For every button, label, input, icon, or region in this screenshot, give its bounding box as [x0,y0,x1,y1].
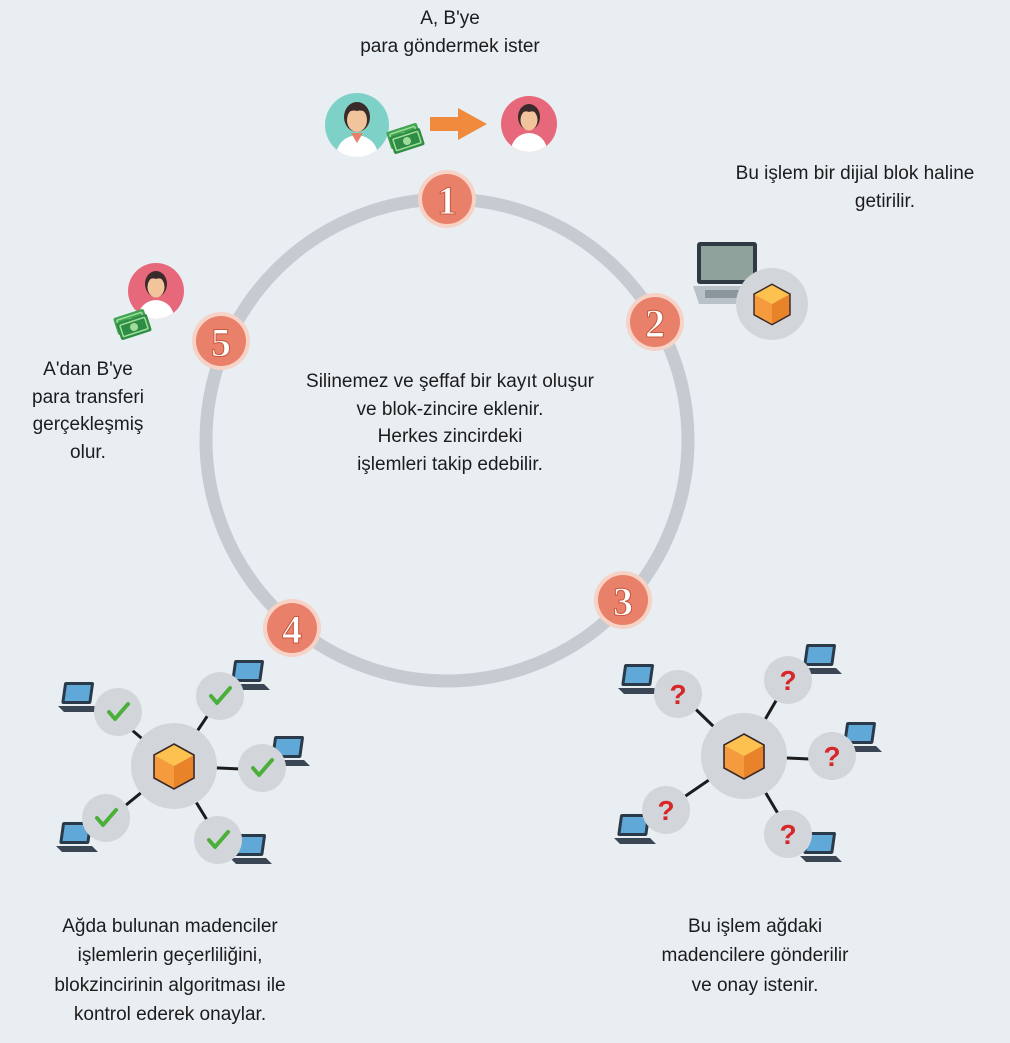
center-line-4: işlemleri takip edebilir. [357,453,543,475]
step5-line-3: gerçekleşmiş [32,414,144,436]
step1-caption: A, B'ye para göndermek ister [320,5,580,60]
step4-caption: Ağda bulunan madenciler işlemlerin geçer… [10,912,330,1030]
center-line-2: ve blok-zincire eklenir. [356,398,544,420]
money-bill-icon [385,121,426,156]
step4-line-3: blokzincirinin algoritması ile [54,974,286,996]
svg-text:?: ? [657,795,674,826]
question-mark-icon: ? [669,679,686,710]
laptop-icon [693,242,768,304]
step4-line-2: işlemlerin geçerliliğini, [77,945,263,967]
miners-network-pending: ? ? ? ? ? [614,644,882,862]
svg-text:3: 3 [613,579,633,624]
svg-text:1: 1 [437,178,457,223]
step-badge-1: 1 [418,170,476,228]
center-caption: Silinemez ve şeffaf bir kayıt oluşur ve … [255,368,645,478]
step4-line-1: Ağda bulunan madenciler [62,916,278,937]
step-badge-2: 2 [626,293,684,351]
svg-text:5: 5 [211,320,231,365]
step3-line-2: madencilere gönderilir [661,945,849,967]
step1-line-1: A, B'ye [420,8,480,29]
center-line-3: Herkes zincirdeki [377,426,523,448]
step3-line-1: Bu işlem ağdaki [687,916,823,937]
step-badge-3: 3 [594,571,652,629]
miners-network-approved [56,660,310,864]
step5-line-2: para transferi [32,386,144,408]
step3-caption: Bu işlem ağdaki madencilere gönderilir v… [610,912,900,1000]
sender-avatar [325,93,389,159]
svg-text:2: 2 [645,301,665,346]
step5-line-1: A'dan B'ye [43,359,133,380]
arrow-right-icon [430,108,487,140]
cube-block-node [736,268,808,340]
step5-caption: A'dan B'ye para transferi gerçekleşmiş o… [0,356,176,466]
svg-text:4: 4 [282,607,302,652]
svg-text:?: ? [823,741,840,772]
receiver-avatar [501,96,557,154]
step1-line-2: para göndermek ister [360,35,540,57]
step3-line-3: ve onay istenir. [691,974,819,996]
step2-caption: Bu işlem bir dijial blok haline getirili… [700,160,1010,215]
step2-line-1: Bu işlem bir dijial blok haline [735,163,975,184]
svg-text:?: ? [779,665,796,696]
step-badge-5: 5 [192,312,250,370]
center-line-1: Silinemez ve şeffaf bir kayıt oluşur [306,371,594,392]
step-badge-4: 4 [263,599,321,657]
step5-line-4: olur. [70,441,106,463]
svg-text:?: ? [779,819,796,850]
step4-line-4: kontrol ederek onaylar. [73,1004,267,1026]
step2-line-2: getirilir. [854,190,916,212]
